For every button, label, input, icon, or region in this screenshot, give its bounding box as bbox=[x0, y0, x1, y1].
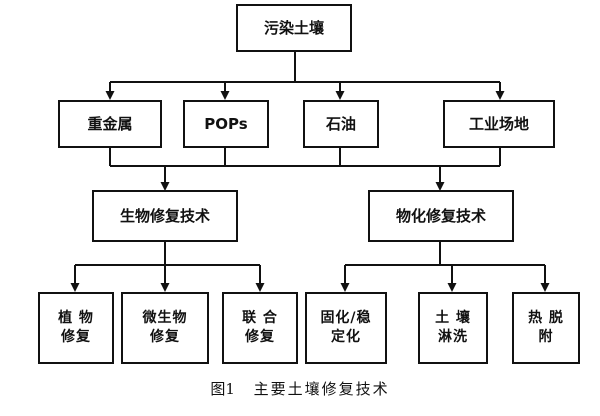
method-solidification-stabilization: 固化/稳 定化 bbox=[305, 292, 387, 364]
method-soil-washing: 土 壤 淋洗 bbox=[418, 292, 488, 364]
method-label: 土 壤 淋洗 bbox=[435, 310, 471, 345]
pollutant-heavy-metals: 重金属 bbox=[58, 100, 162, 148]
category-bioremediation: 生物修复技术 bbox=[92, 190, 238, 242]
root-node-contaminated-soil: 污染土壤 bbox=[236, 4, 352, 52]
method-microbial-remediation: 微生物 修复 bbox=[121, 292, 209, 364]
method-label: 微生物 修复 bbox=[142, 310, 188, 345]
root-node-label: 污染土壤 bbox=[263, 18, 324, 37]
method-combined-remediation: 联 合 修复 bbox=[222, 292, 298, 364]
method-label: 固化/稳 定化 bbox=[320, 310, 372, 345]
pollutant-label: POPs bbox=[204, 114, 248, 133]
method-thermal-desorption: 热 脱 附 bbox=[512, 292, 580, 364]
method-label: 植 物 修复 bbox=[58, 310, 94, 345]
pollutant-label: 重金属 bbox=[87, 114, 133, 133]
figure-caption: 图1 主要土壤修复技术 bbox=[0, 378, 600, 399]
method-label: 联 合 修复 bbox=[242, 310, 278, 345]
pollutant-petroleum: 石油 bbox=[303, 100, 379, 148]
category-label: 物化修复技术 bbox=[395, 206, 486, 225]
pollutant-label: 石油 bbox=[325, 114, 356, 133]
method-label: 热 脱 附 bbox=[528, 310, 564, 345]
method-phytoremediation: 植 物 修复 bbox=[38, 292, 114, 364]
pollutant-pops: POPs bbox=[183, 100, 269, 148]
category-physicochemical-remediation: 物化修复技术 bbox=[368, 190, 514, 242]
figure-title: 主要土壤修复技术 bbox=[253, 380, 390, 398]
category-label: 生物修复技术 bbox=[119, 206, 210, 225]
figure-number: 图1 bbox=[210, 380, 235, 398]
pollutant-label: 工业场地 bbox=[468, 114, 529, 133]
pollutant-industrial-site: 工业场地 bbox=[443, 100, 555, 148]
